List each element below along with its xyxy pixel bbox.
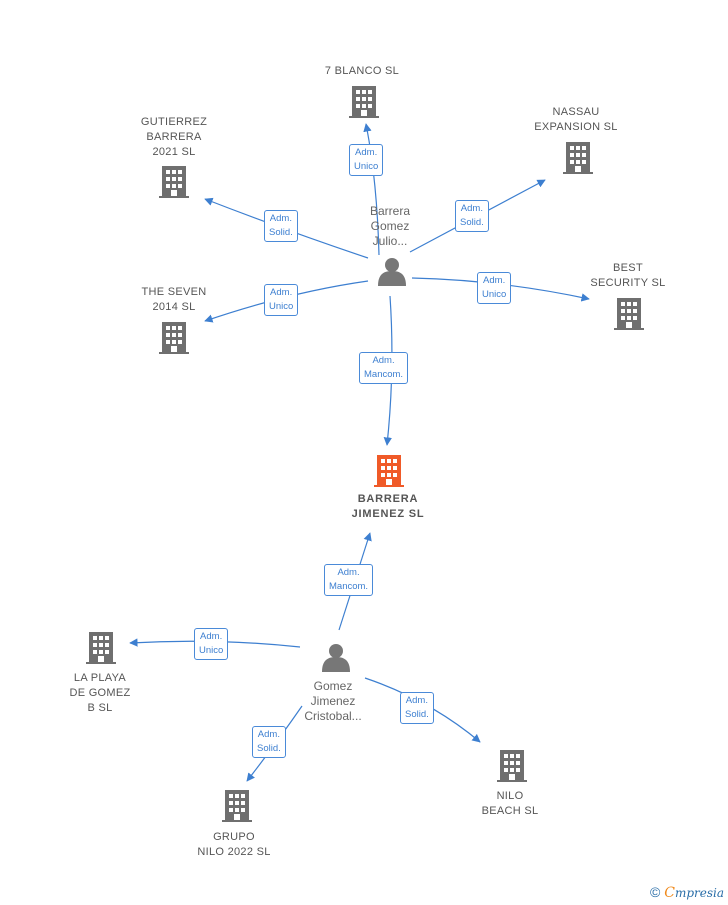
edge-label-nassau: Adm.Solid. [455,200,489,232]
edge-label-nilo: Adm.Solid. [400,692,434,724]
building-icon-best[interactable] [614,298,644,330]
edge-label-center1: Adm.Mancom. [359,352,409,384]
building-icon-nilo[interactable] [497,750,527,782]
edge-label-grupo: Adm.Solid. [252,726,286,758]
brand-name: mpresia [674,886,724,900]
edge-label-best: Adm.Unico [477,272,512,304]
node-label-grupo[interactable]: GRUPO NILO 2022 SL [197,831,271,858]
edge-label-center2: Adm.Mancom. [324,564,374,596]
copyright-icon: © [650,884,661,900]
node-label-seven[interactable]: THE SEVEN 2014 SL [141,286,207,313]
node-label-nilo[interactable]: NILO BEACH SL [481,790,539,817]
person-label-barrera[interactable]: Barrera Gomez Julio... [369,204,410,248]
person-label-gomez[interactable]: Gomez Jimenez Cristobal... [304,679,362,723]
node-label-gutierrez[interactable]: GUTIERREZ BARRERA 2021 SL [140,116,208,158]
building-icon-blanco[interactable] [349,86,379,118]
person-icon-barrera[interactable] [378,258,406,286]
node-label-playa[interactable]: LA PLAYA DE GOMEZ B SL [69,672,131,714]
building-icon-seven[interactable] [159,322,189,354]
building-icon-playa[interactable] [86,632,116,664]
edge-line-blanco [363,123,380,256]
edge-label-playa: Adm.Unico [194,628,229,660]
building-icon-gutierrez[interactable] [159,166,189,198]
edge-label-seven: Adm.Unico [264,284,299,316]
person-icon-gomez[interactable] [322,644,350,672]
node-label-center[interactable]: BARRERA JIMENEZ SL [351,493,425,520]
node-label-best[interactable]: BEST SECURITY SL [590,262,666,289]
brand-initial: C [664,885,675,901]
node-label-blanco[interactable]: 7 BLANCO SL [324,65,400,77]
node-label-nassau[interactable]: NASSAU EXPANSION SL [534,106,618,133]
edge-label-gutierrez: Adm.Solid. [264,210,298,242]
edge-label-blanco: Adm.Unico [349,144,384,176]
building-icon-center[interactable] [374,455,404,487]
building-icon-nassau[interactable] [563,142,593,174]
brand-footer[interactable]: © Cmpresia [650,884,724,901]
building-icon-grupo[interactable] [222,790,252,822]
